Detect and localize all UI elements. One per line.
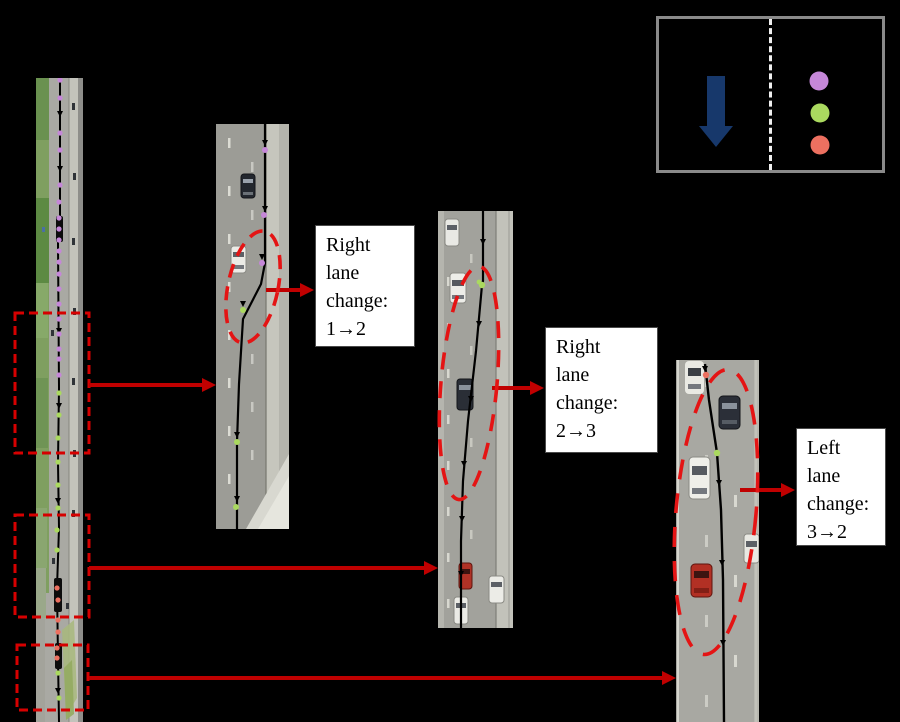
car-white [688, 456, 711, 500]
connector-arrow-3 [89, 671, 676, 685]
car-dark [240, 173, 256, 199]
car-red [690, 563, 713, 598]
zoom-panel-3 [676, 360, 759, 722]
legend-box [656, 16, 885, 173]
callout-text-line: 2→3 [556, 420, 596, 442]
travel-direction-down-arrow-icon [699, 76, 733, 147]
lane-marker-red-icon [810, 135, 830, 155]
callout-text-line: Right [556, 336, 601, 358]
callout-text-line: Right [326, 234, 371, 256]
car-white [488, 575, 505, 604]
callout-box-3: Left lane change: 3→2 [796, 428, 886, 546]
car-dark [718, 395, 741, 430]
car-white [230, 245, 247, 274]
lane-divider-dashed-line-icon [769, 19, 772, 170]
connector-arrow-1 [89, 378, 216, 392]
callout-text-line: 3→2 [807, 521, 847, 543]
car-white [685, 361, 704, 394]
points-lane3 [702, 371, 710, 379]
points-lane2 [713, 449, 721, 457]
callout-box-1: Right lane change: 1→2 [315, 225, 415, 347]
callout-text-line: lane [556, 364, 590, 386]
callout-text-line: change: [556, 392, 619, 414]
car-red [458, 562, 473, 590]
callout-text-line: 1→2 [326, 318, 366, 340]
overview-aerial-strip [36, 78, 83, 722]
car-white [444, 218, 460, 247]
callout-box-2: Right lane change: 2→3 [545, 327, 658, 453]
car-white [743, 533, 759, 564]
lane-marker-purple-icon [809, 71, 829, 91]
lane-marker-green-icon [810, 103, 830, 123]
connector-arrow-2 [89, 561, 438, 575]
callout-text-line: lane [326, 262, 360, 284]
callout-text-line: change: [326, 290, 389, 312]
callout-text-line: Left [807, 437, 841, 459]
callout-text-line: lane [807, 465, 841, 487]
car-white [449, 272, 467, 304]
legend-markers [809, 71, 830, 155]
zoom-panel-2 [438, 211, 513, 628]
zoom-panel-1 [216, 124, 289, 529]
callout-text-line: change: [807, 493, 870, 515]
